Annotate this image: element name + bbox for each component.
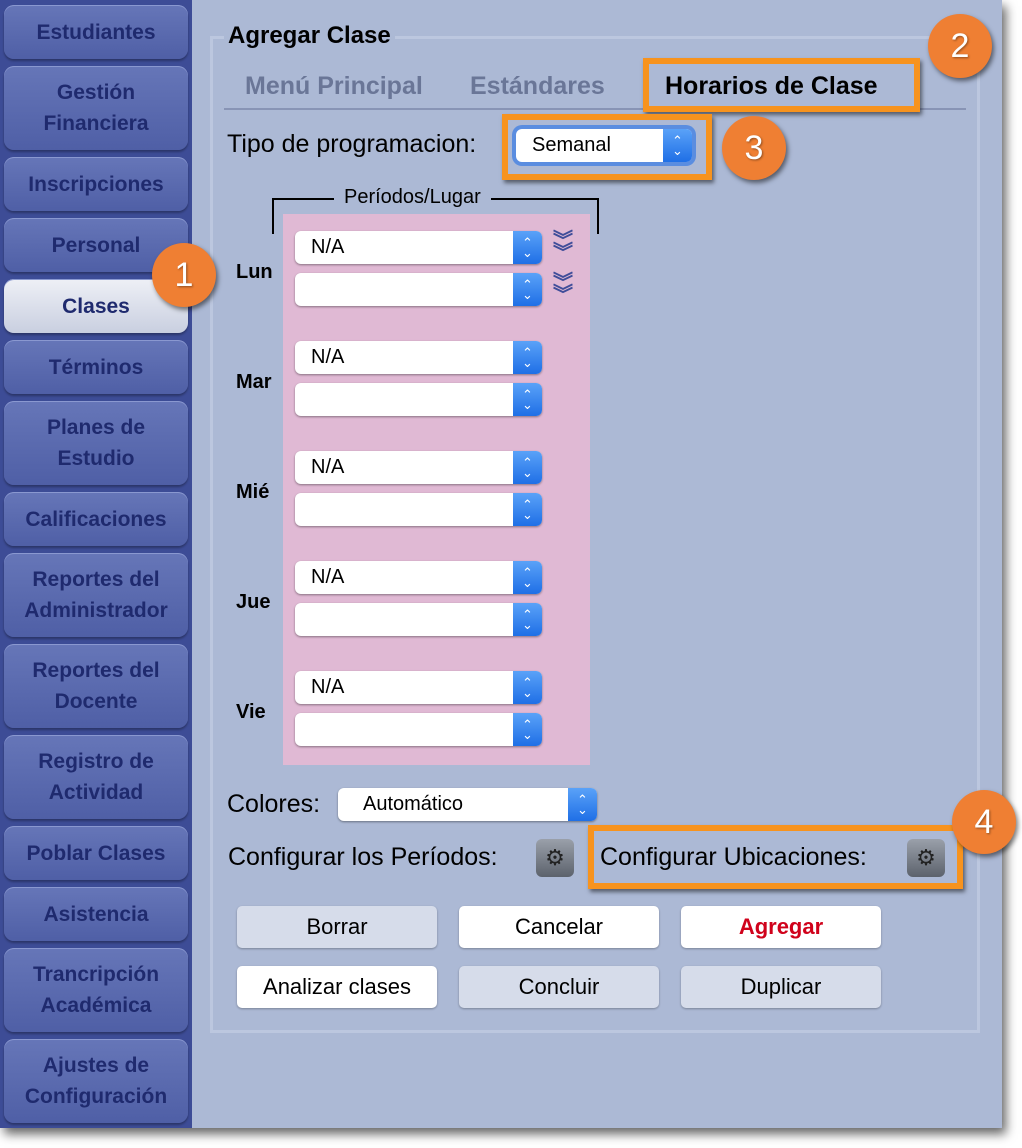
- period-value: N/A: [311, 346, 345, 368]
- tab-main-menu[interactable]: Menú Principal: [245, 72, 423, 100]
- duplicate-button[interactable]: Duplicar: [681, 966, 881, 1008]
- configure-periods-gear-button[interactable]: ⚙: [536, 839, 574, 877]
- sidebar-item[interactable]: Términos: [4, 340, 188, 394]
- chevron-updown-icon: ⌃⌄: [513, 603, 542, 636]
- delete-button[interactable]: Borrar: [237, 906, 437, 948]
- periods-group-label: Períodos/Lugar: [334, 186, 491, 209]
- period-select[interactable]: ⌃⌄: [295, 493, 542, 526]
- sidebar-item[interactable]: Gestión Financiera: [4, 66, 188, 150]
- schedule-type-label: Tipo de programacion:: [227, 130, 477, 158]
- period-select[interactable]: N/A ⌃⌄: [295, 671, 542, 704]
- sidebar-item[interactable]: Ajustes de Configuración: [4, 1039, 188, 1123]
- add-button[interactable]: Agregar: [681, 906, 881, 948]
- callout-badge-2: 2: [928, 14, 992, 78]
- day-label: Jue: [236, 591, 271, 613]
- period-select[interactable]: N/A ⌃⌄: [295, 451, 542, 484]
- period-select[interactable]: ⌃⌄: [295, 713, 542, 746]
- period-value: N/A: [311, 566, 345, 588]
- configure-periods-label: Configurar los Períodos:: [228, 843, 498, 871]
- period-select[interactable]: ⌃⌄: [295, 273, 542, 306]
- gear-icon: ⚙: [916, 845, 936, 870]
- copy-down-icon[interactable]: ︾︾: [553, 272, 573, 306]
- period-select[interactable]: ⌃⌄: [295, 603, 542, 636]
- period-value: N/A: [311, 236, 345, 258]
- tab-divider: [224, 108, 966, 110]
- day-label: Mar: [236, 371, 272, 393]
- period-select[interactable]: N/A ⌃⌄: [295, 341, 542, 374]
- day-label: Vie: [236, 701, 266, 723]
- period-value: N/A: [311, 676, 345, 698]
- conclude-button[interactable]: Concluir: [459, 966, 659, 1008]
- chevron-updown-icon: ⌃⌄: [513, 671, 542, 704]
- sidebar-item[interactable]: Personal: [4, 218, 188, 272]
- panel-title: Agregar Clase: [224, 22, 395, 50]
- sidebar-item[interactable]: Poblar Clases: [4, 826, 188, 880]
- period-select[interactable]: N/A ⌃⌄: [295, 561, 542, 594]
- sidebar-item[interactable]: Planes de Estudio: [4, 401, 188, 485]
- chevron-updown-icon: ⌃⌄: [513, 561, 542, 594]
- sidebar-item[interactable]: Estudiantes: [4, 5, 188, 59]
- sidebar-item[interactable]: Asistencia: [4, 887, 188, 941]
- tab-class-schedules[interactable]: Horarios de Clase: [665, 72, 878, 100]
- chevron-updown-icon: ⌃⌄: [663, 129, 692, 162]
- chevron-updown-icon: ⌃⌄: [568, 788, 597, 821]
- period-value: N/A: [311, 456, 345, 478]
- gear-icon: ⚙: [545, 845, 565, 870]
- callout-badge-4: 4: [952, 790, 1016, 854]
- cancel-button[interactable]: Cancelar: [459, 906, 659, 948]
- chevron-updown-icon: ⌃⌄: [513, 713, 542, 746]
- chevron-updown-icon: ⌃⌄: [513, 341, 542, 374]
- sidebar-item[interactable]: Registro de Actividad: [4, 735, 188, 819]
- colors-value: Automático: [363, 793, 464, 815]
- analyze-classes-button[interactable]: Analizar clases: [237, 966, 437, 1008]
- callout-badge-3: 3: [722, 116, 786, 180]
- copy-down-icon[interactable]: ︾︾: [553, 230, 573, 264]
- sidebar-item[interactable]: Calificaciones: [4, 492, 188, 546]
- chevron-updown-icon: ⌃⌄: [513, 493, 542, 526]
- callout-badge-1: 1: [152, 243, 216, 307]
- colors-label: Colores:: [227, 790, 321, 818]
- chevron-updown-icon: ⌃⌄: [513, 273, 542, 306]
- highlight-configure-locations: [588, 825, 963, 889]
- highlight-schedule-type: [502, 114, 712, 180]
- sidebar-item[interactable]: Trancripción Académica: [4, 948, 188, 1032]
- colors-select[interactable]: Automático ⌃⌄: [338, 788, 597, 821]
- configure-locations-gear-button[interactable]: ⚙: [907, 839, 945, 877]
- sidebar-item[interactable]: Inscripciones: [4, 157, 188, 211]
- add-class-panel: [210, 36, 980, 1033]
- chevron-updown-icon: ⌃⌄: [513, 383, 542, 416]
- day-label: Lun: [236, 261, 273, 283]
- highlight-schedules-tab: [643, 58, 920, 112]
- sidebar-item[interactable]: Reportes del Administrador: [4, 553, 188, 637]
- configure-locations-label: Configurar Ubicaciones:: [600, 843, 867, 871]
- chevron-updown-icon: ⌃⌄: [513, 451, 542, 484]
- sidebar-item[interactable]: Reportes del Docente: [4, 644, 188, 728]
- day-label: Mié: [236, 481, 270, 503]
- period-select[interactable]: N/A ⌃⌄: [295, 231, 542, 264]
- chevron-updown-icon: ⌃⌄: [513, 231, 542, 264]
- schedule-type-select[interactable]: Semanal ⌃⌄: [516, 129, 692, 162]
- period-select[interactable]: ⌃⌄: [295, 383, 542, 416]
- tab-standards[interactable]: Estándares: [470, 72, 605, 100]
- schedule-type-value: Semanal: [532, 134, 611, 156]
